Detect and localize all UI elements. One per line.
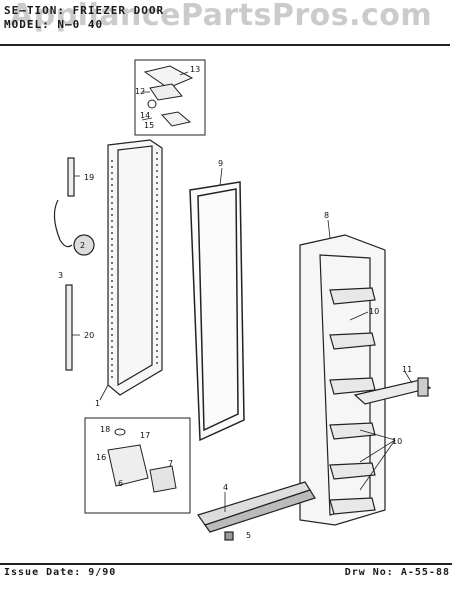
callout-10-upper: 10 [369,307,379,316]
callout-10-lower: 10 [392,437,402,446]
callout-12: 12 [135,87,145,96]
hinge-inset-frame [134,59,206,136]
callout-17: 17 [140,431,150,440]
callout-6: 6 [118,479,123,488]
callout-19: 19 [84,173,94,182]
shelf-1 [329,287,376,305]
cord-loop [53,199,73,248]
callout-8: 8 [324,211,329,220]
hinge-inset [134,59,206,136]
spacer-6 [149,465,177,493]
shelf-retainer [353,377,432,405]
drawing-number: Drw No: A-55-88 [344,567,450,578]
bushing-18 [114,428,126,436]
header-rule [0,44,450,46]
door-outer-panel [107,139,163,396]
callout-13: 13 [190,65,200,74]
trim-strip-20 [65,284,73,371]
leader-lines [72,71,413,512]
callout-1: 1 [95,399,100,408]
lower-hinge-inset-frame [84,417,191,514]
callout-14: 14 [140,111,150,120]
door-gasket [189,181,245,442]
hinge-bracket-15 [161,111,192,127]
lower-hinge-inset [84,417,191,514]
hinge-plate-13 [143,65,194,89]
footer-rule [0,563,452,565]
shelf-2 [329,332,376,350]
callout-9: 9 [218,159,223,168]
watermark: AppliancePartsPros.com [10,0,433,33]
shelf-5 [329,462,376,480]
callout-11: 11 [402,365,412,374]
issue-date: Issue Date: 9/90 [4,567,117,578]
door-liner [299,234,386,526]
screw-5 [224,531,234,541]
shelf-4 [329,422,376,440]
hinge-part-12 [149,83,183,101]
callout-16: 16 [96,453,106,462]
shelf-6 [329,497,376,515]
callout-3: 3 [58,271,63,280]
callout-5: 5 [246,531,251,540]
callout-20: 20 [84,331,94,340]
hinge-pin-14 [147,99,157,109]
trim-strip-19 [67,157,75,197]
callout-4: 4 [223,483,228,492]
hinge-bracket-16 [107,444,149,487]
callout-2: 2 [80,241,85,250]
handle-cap-2 [73,234,95,256]
callout-7: 7 [168,459,173,468]
callout-18: 18 [100,425,110,434]
handle-assembly [53,157,95,371]
model-number: MODEL: N—0 40 [4,18,104,31]
section-title: SE—TION: FRIEZER DOOR [4,4,165,17]
callout-15: 15 [144,121,154,130]
bottom-trim [197,481,316,541]
